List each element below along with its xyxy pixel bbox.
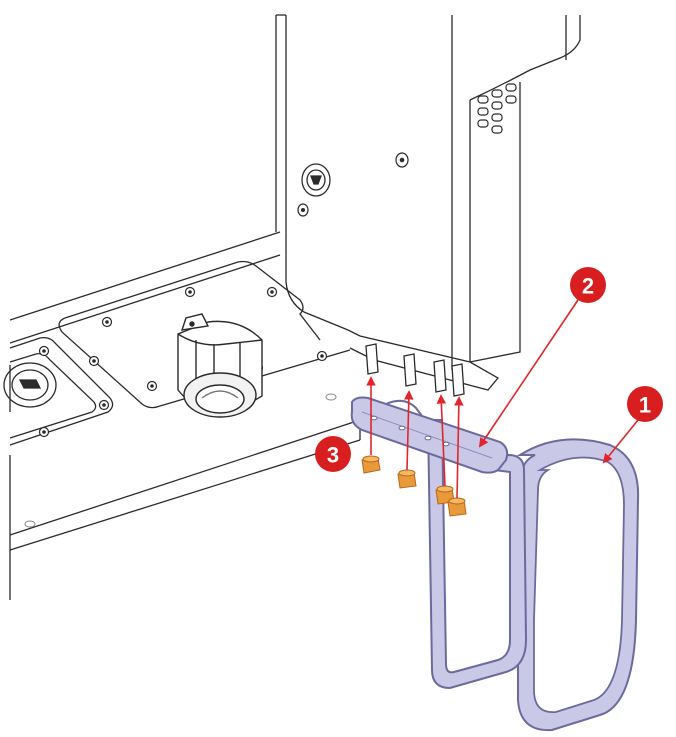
stud-icon	[365, 343, 379, 375]
stud-icon	[451, 363, 465, 397]
screw-icon	[88, 355, 100, 367]
screw-icon	[101, 316, 113, 328]
nut-icon	[447, 497, 467, 517]
screw-icon	[98, 399, 110, 411]
screw-icon	[316, 350, 328, 362]
callout-1-label: 1	[639, 393, 651, 418]
nut-icon	[397, 469, 417, 489]
screw-icon	[184, 286, 196, 298]
housing-connector	[301, 163, 331, 197]
stud-icon	[433, 359, 447, 393]
callout-1: 1	[627, 386, 663, 422]
screw-icon	[38, 345, 50, 357]
screw-icon	[395, 152, 409, 168]
callout-3-label: 3	[327, 443, 339, 468]
nut-icon	[361, 455, 381, 474]
base-plate	[9, 231, 361, 600]
socket-icon	[3, 362, 57, 412]
studs	[365, 343, 465, 397]
screw-icon	[24, 520, 36, 528]
callout-3: 3	[315, 436, 351, 472]
housing	[275, 14, 581, 391]
screw-icon	[266, 286, 278, 298]
vent-slots	[477, 83, 517, 134]
callout-2-leader	[478, 299, 579, 448]
assembly-arrows	[366, 299, 639, 499]
callout-2-label: 2	[582, 274, 594, 299]
screw-icon	[146, 380, 158, 392]
stud-arrow	[404, 390, 414, 471]
stud-arrow	[436, 394, 447, 487]
bracket-assembly	[350, 396, 640, 732]
screw-icon	[325, 393, 337, 401]
callout-2: 2	[570, 267, 606, 303]
screw-icon	[297, 203, 309, 217]
stud-icon	[403, 353, 417, 387]
stud-arrow	[454, 396, 464, 499]
callout-1-leader	[602, 419, 639, 464]
cable-gland-icon	[177, 313, 263, 418]
nuts	[361, 455, 467, 517]
screw-icon	[38, 426, 50, 438]
